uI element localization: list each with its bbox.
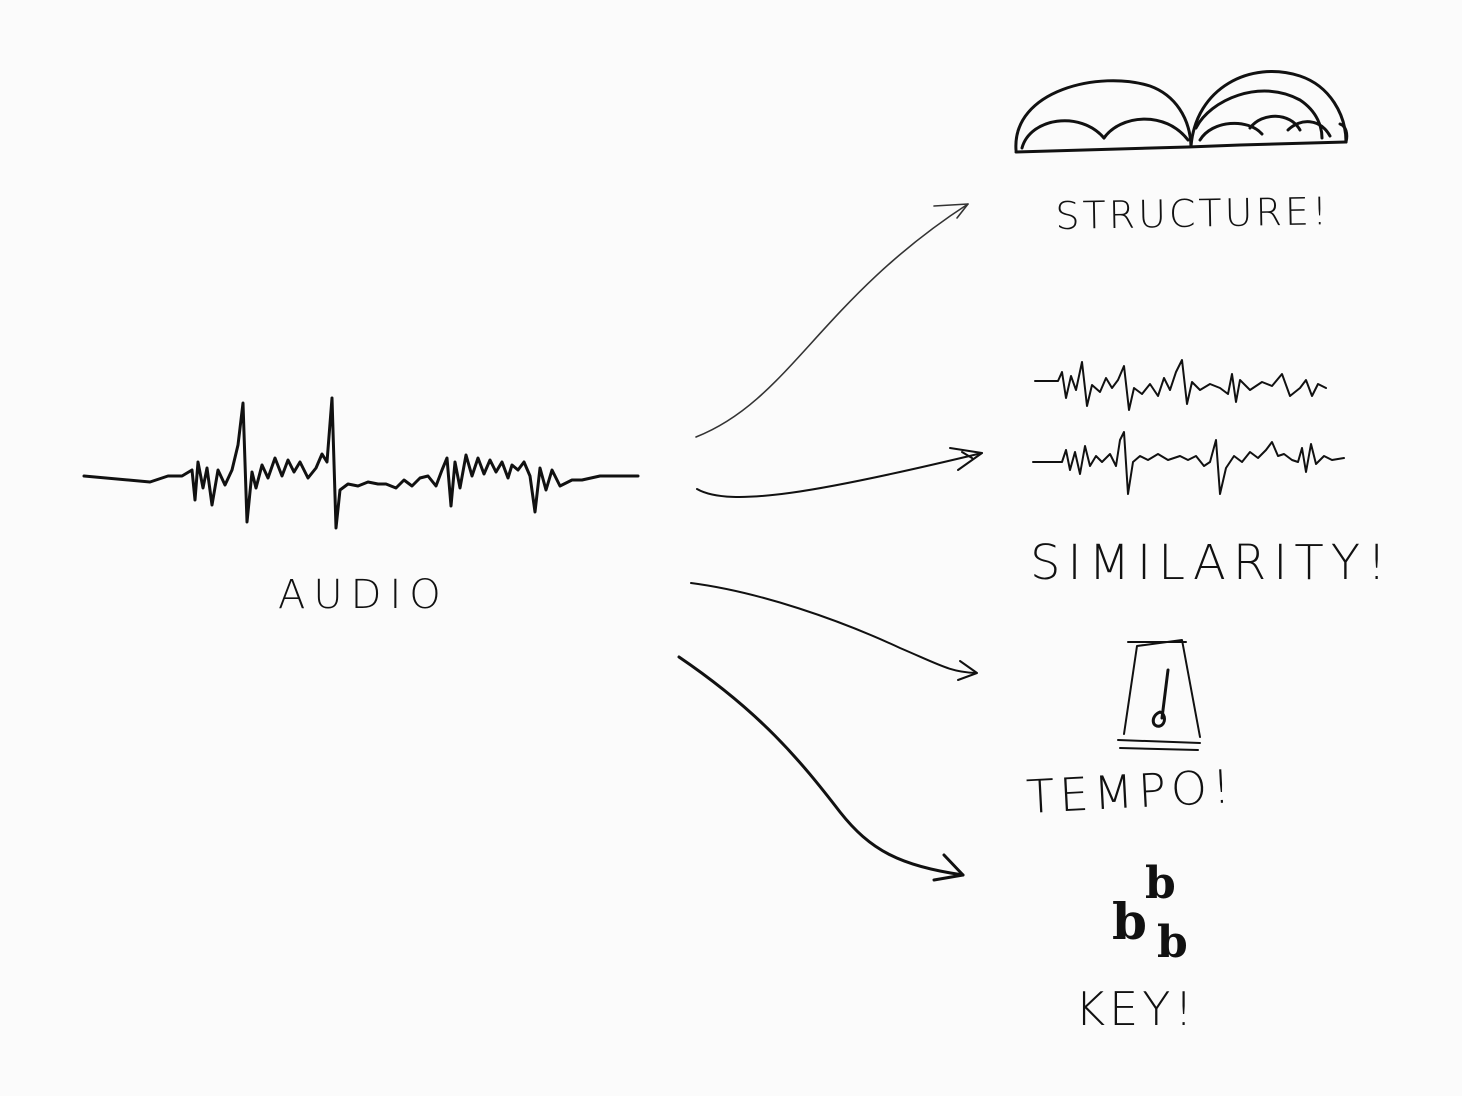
tempo-label: TEMPO!: [1025, 759, 1237, 824]
metronome-icon: [1117, 639, 1201, 751]
similarity-waveform-bottom: [1032, 431, 1345, 495]
structure-label: STRUCTURE!: [1055, 189, 1331, 238]
structure-arcs-icon: [1014, 70, 1349, 154]
similarity-label: SIMILARITY!: [1030, 535, 1394, 591]
key-label: KEY!: [1075, 982, 1197, 1036]
audio-waveform: [82, 396, 640, 530]
arrow-to-structure: [695, 203, 969, 438]
flat-symbol-icon: b: [1157, 917, 1188, 968]
similarity-waveform-top: [1034, 359, 1327, 411]
arrow-to-key: [677, 655, 965, 877]
arrow-to-tempo-head: [957, 660, 978, 681]
arrow-to-similarity-head: [949, 447, 983, 471]
flat-symbol-icon: b: [1112, 892, 1147, 951]
arrow-to-similarity: [696, 452, 983, 498]
arrow-to-structure-head: [933, 203, 969, 219]
arrow-to-tempo: [690, 582, 977, 674]
audio-label: AUDIO: [278, 572, 449, 618]
flat-symbol-icon: b: [1145, 858, 1176, 909]
similarity-waveforms-icon: [1032, 359, 1345, 495]
arrow-to-key-head: [932, 853, 965, 882]
